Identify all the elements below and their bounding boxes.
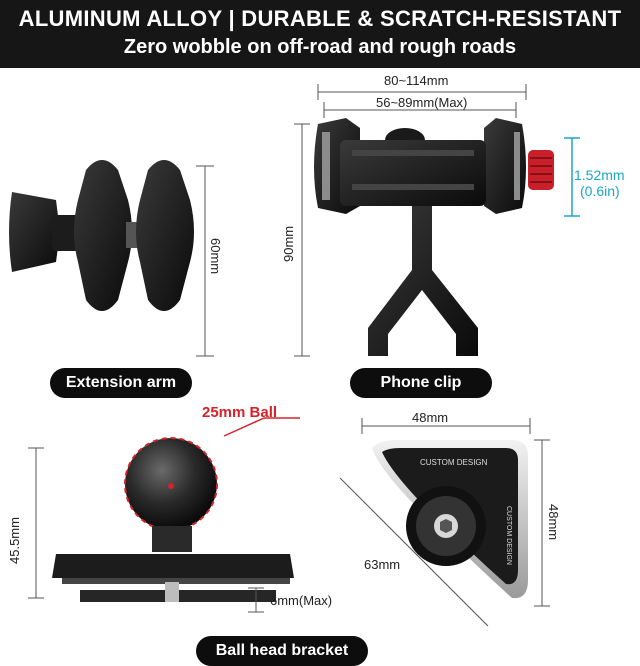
extension-arm-height-label: 60mm (208, 238, 223, 275)
banner-subtitle: Zero wobble on off-road and rough roads (123, 36, 517, 58)
plate-height-label: 48mm (546, 504, 561, 541)
plate-diagonal-label: 63mm (364, 557, 401, 572)
extension-arm-image (9, 160, 194, 311)
ball-head-image (52, 437, 294, 602)
phone-clip-label: Phone clip (350, 368, 492, 398)
plate-width-label: 48mm (412, 410, 449, 425)
banner-title: ALUMINUM ALLOY | DURABLE & SCRATCH-RESIS… (18, 6, 622, 31)
ball-size-label: 25mm Ball (202, 404, 278, 421)
clip-inner-width-label: 56~89mm(Max) (376, 95, 468, 110)
plate-engraving-title: CUSTOM DESIGN (420, 458, 488, 467)
plate-diagonal-line (339, 477, 489, 627)
plate-engraving-side: CUSTOM DESIGN (505, 506, 512, 565)
ball-label-leader (223, 417, 265, 437)
screw-length-label: 6mm(Max) (270, 593, 333, 608)
phone-clip-image (314, 118, 554, 356)
knob-dim-mm: 1.52mm (574, 167, 625, 183)
extension-arm-label: Extension arm (50, 368, 192, 398)
clip-height-label: 90mm (281, 225, 296, 262)
ball-head-height-label: 45.5mm (7, 517, 22, 564)
header-banner: ALUMINUM ALLOY | DURABLE & SCRATCH-RESIS… (0, 0, 640, 68)
knob-dim-in: (0.6in) (580, 183, 620, 199)
clip-max-width-label: 80~114mm (384, 73, 449, 88)
base-plate-image (372, 440, 528, 599)
ball-head-bracket-label: Ball head bracket (196, 636, 368, 666)
